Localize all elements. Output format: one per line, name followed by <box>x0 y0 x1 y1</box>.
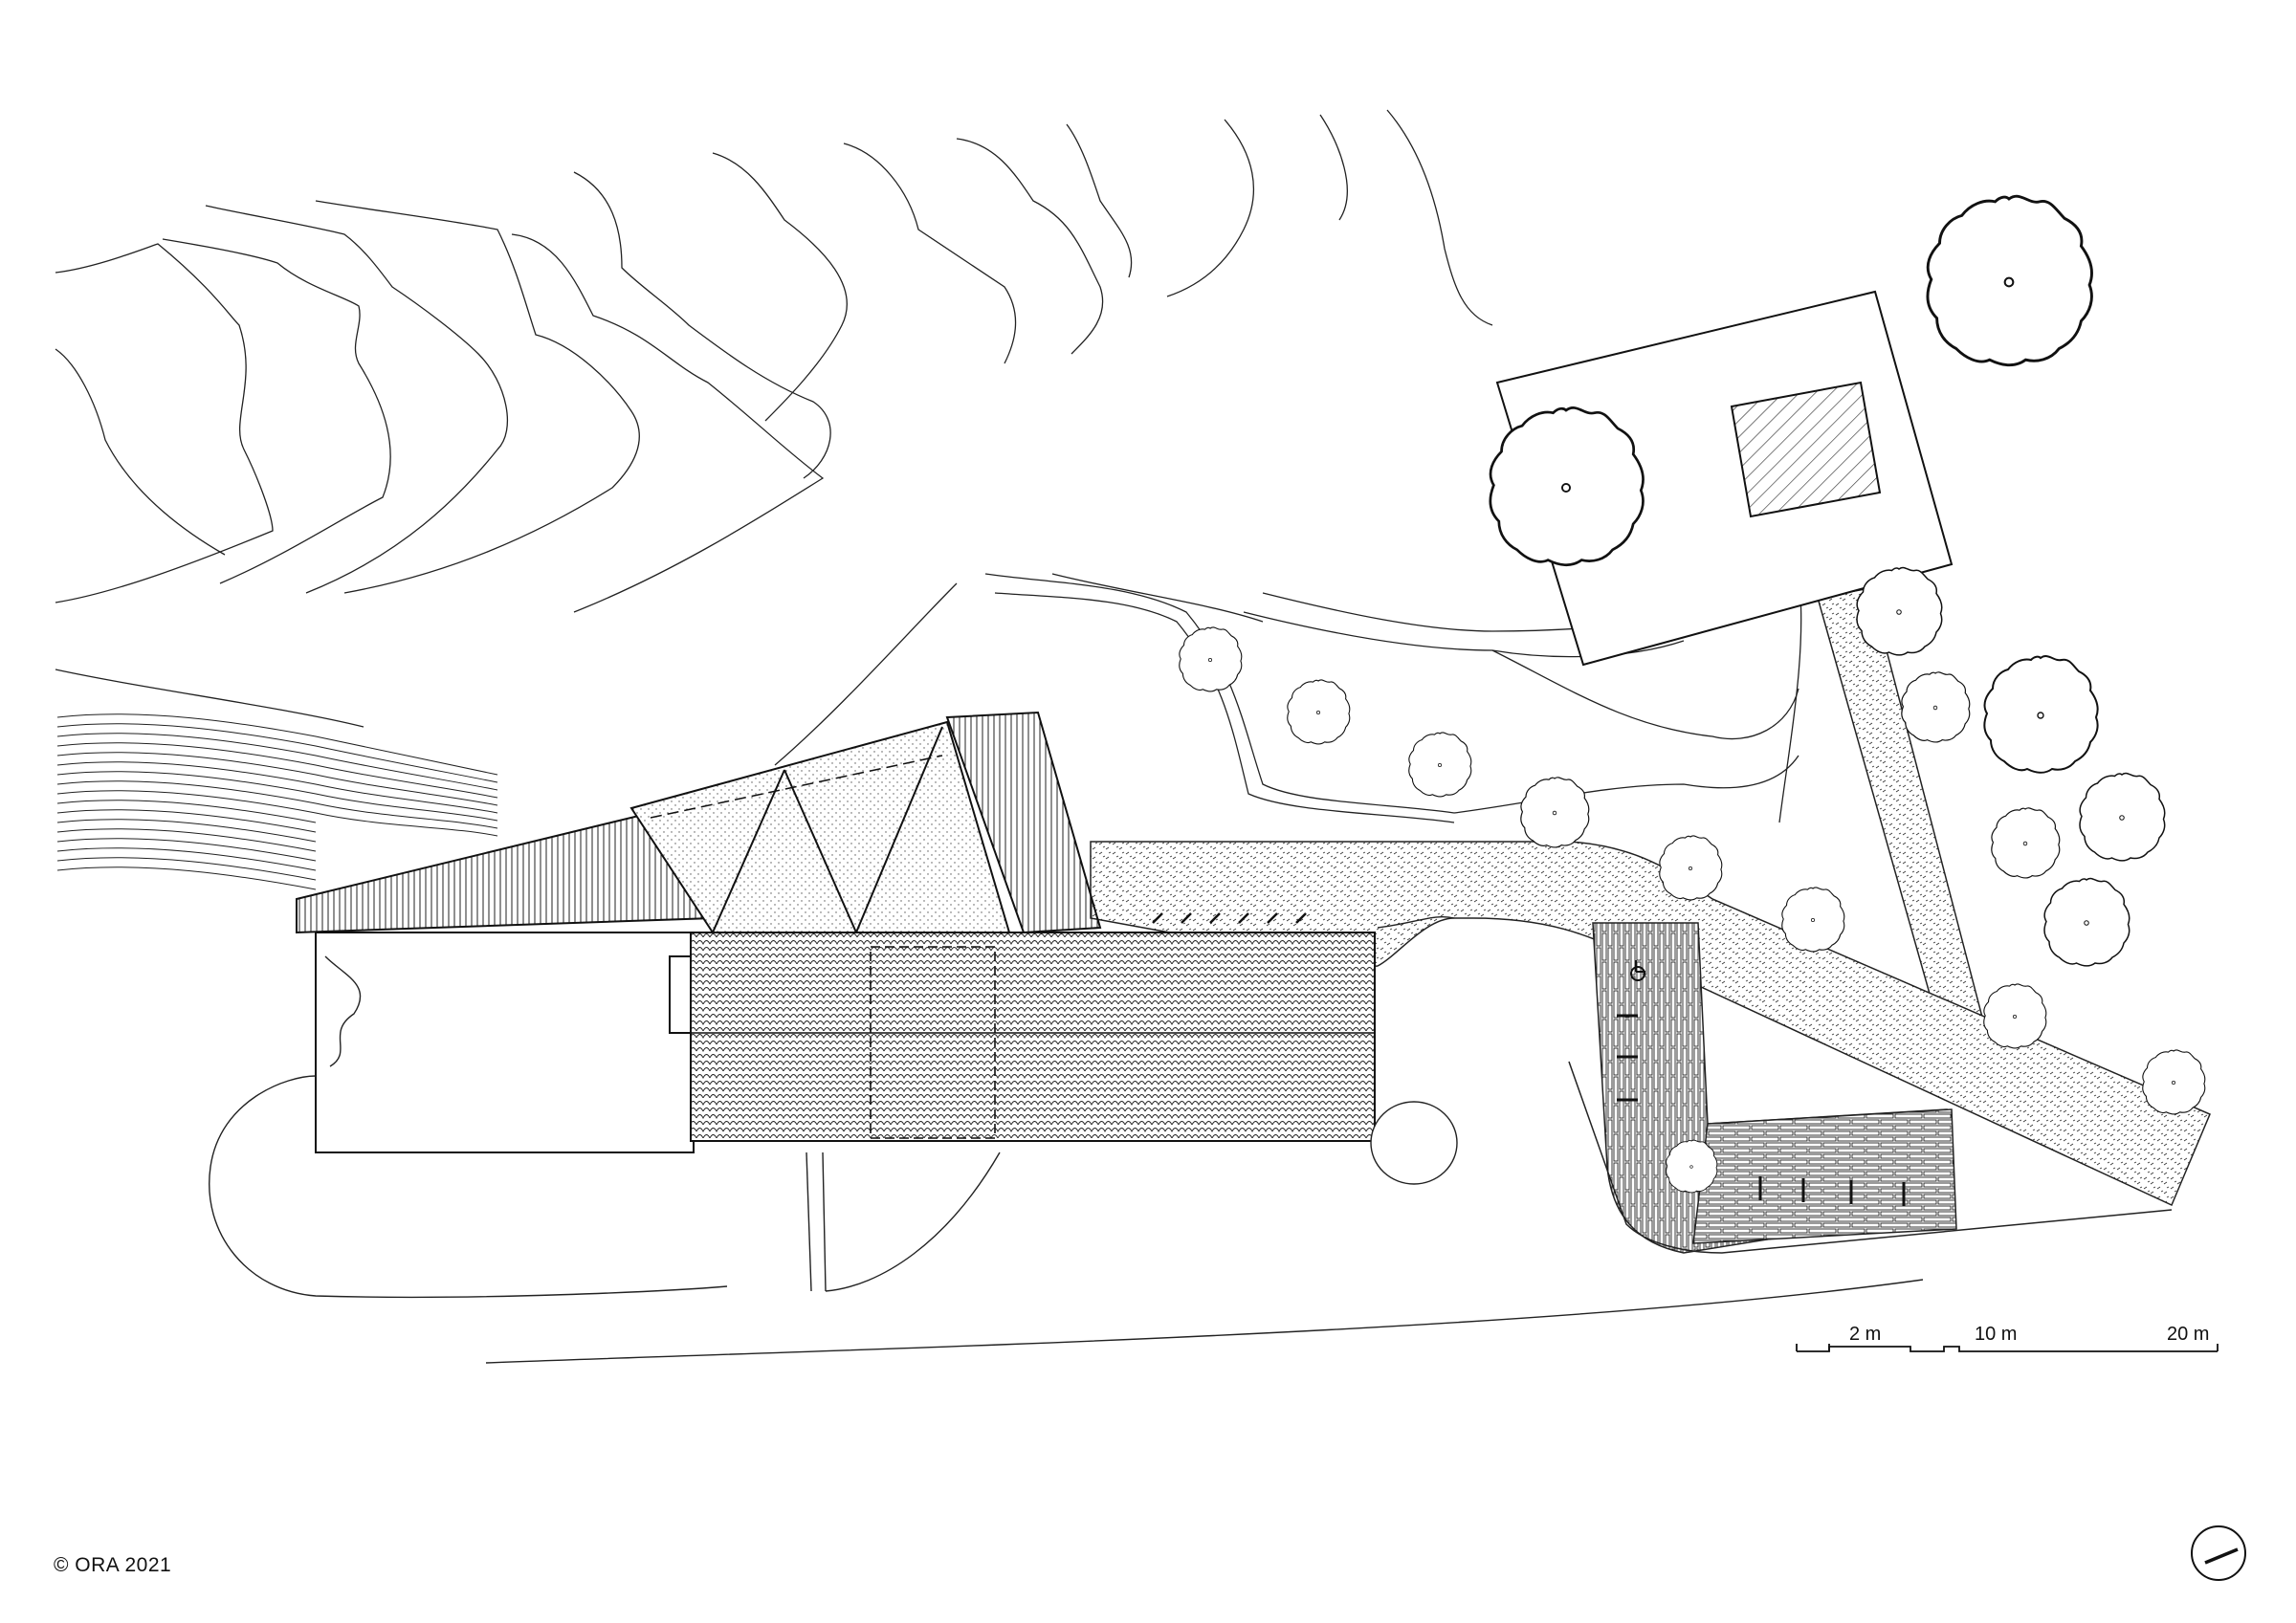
pavilion <box>1495 290 1954 667</box>
terrace-dashes <box>1152 912 1307 924</box>
wheelchair-icon <box>1630 960 1645 981</box>
scale-label-2m: 2 m <box>1849 1324 1882 1345</box>
parking-markers <box>1617 1014 1906 1206</box>
driveway <box>209 915 1924 1364</box>
scale-bar <box>1796 1344 2219 1352</box>
north-arrow-icon <box>2191 1525 2246 1581</box>
terrace-contours <box>56 713 498 890</box>
scale-label-20m: 20 m <box>2167 1324 2210 1345</box>
main-building <box>296 711 1376 1153</box>
scale-label-10m: 10 m <box>1975 1324 2018 1345</box>
contour-lines <box>55 109 1493 766</box>
footpath-lines <box>984 573 1802 823</box>
copyright-text: © ORA 2021 <box>54 1554 172 1576</box>
